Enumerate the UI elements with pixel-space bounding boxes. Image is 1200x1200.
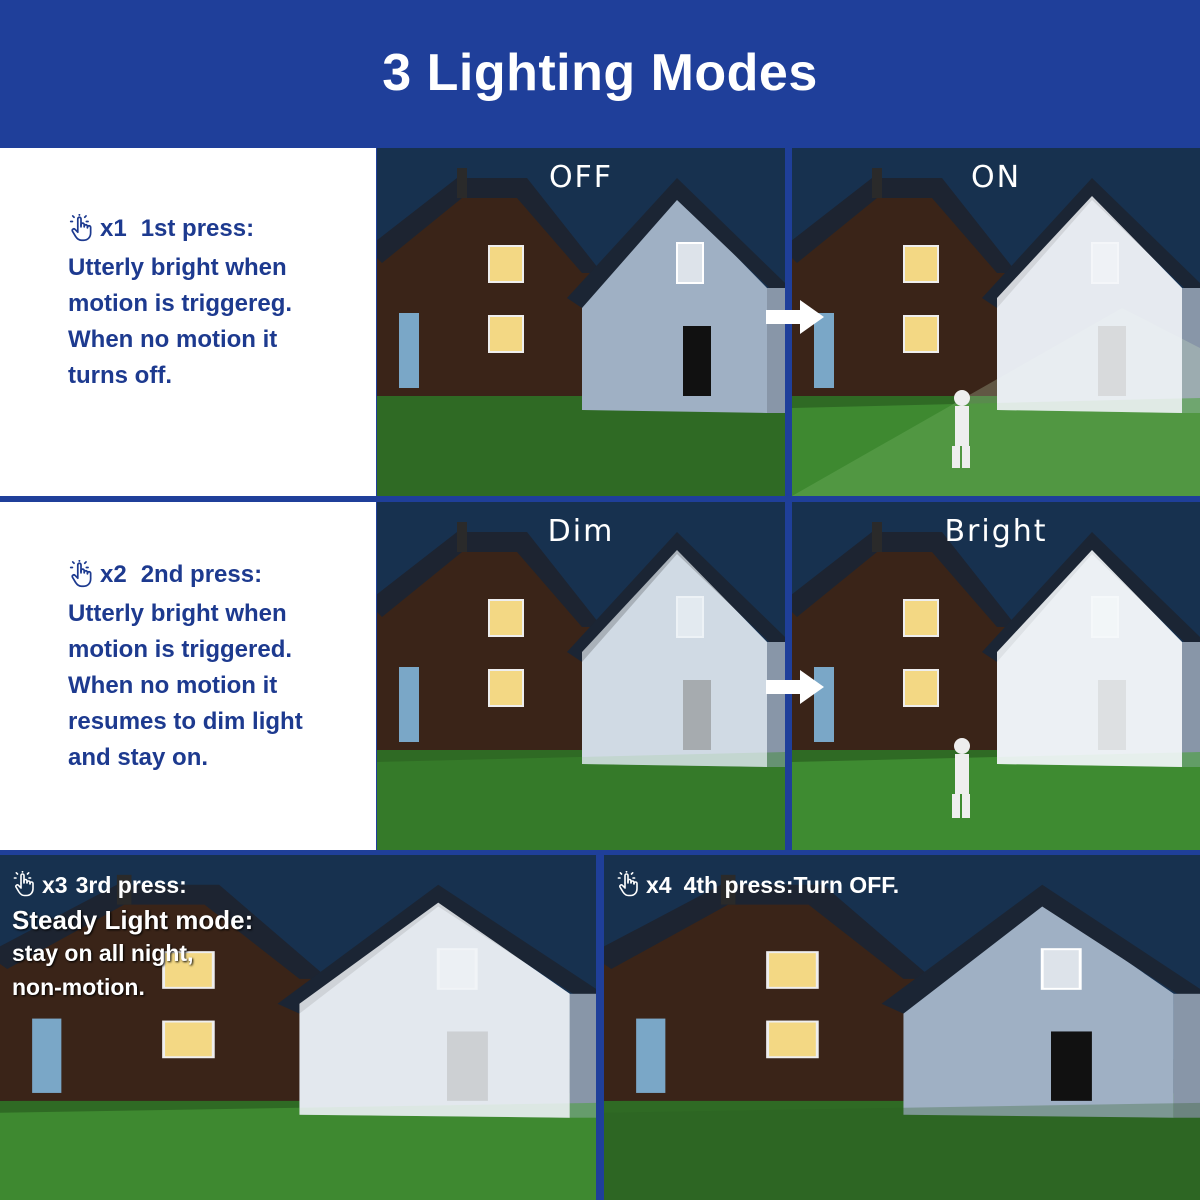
tap-hand-icon xyxy=(12,871,36,899)
house-scene-image xyxy=(377,148,785,496)
mode-1-count: x1 xyxy=(100,215,127,242)
scene-bright: Bright xyxy=(792,502,1200,850)
mode-2-press: 2nd press: xyxy=(140,561,263,588)
scene-off: OFF xyxy=(377,148,785,496)
right-arrow-icon xyxy=(766,300,824,334)
mode-row-3: x3 3rd press: Steady Light mode: stay on… xyxy=(0,855,1200,1200)
mode-3-line: non-motion. xyxy=(12,974,145,1000)
house-scene-image xyxy=(792,502,1200,850)
header-banner: 3 Lighting Modes xyxy=(0,0,1200,145)
tap-hand-icon xyxy=(616,871,640,899)
scene-on: ON xyxy=(792,148,1200,496)
house-scene-image xyxy=(792,148,1200,496)
mode-3-count: x3 xyxy=(42,871,68,898)
scene-label-off: OFF xyxy=(548,160,614,195)
scene-turn-off: x4 4th press:Turn OFF. xyxy=(604,855,1200,1200)
mode-4-press-line: x4 4th press:Turn OFF. xyxy=(616,871,899,899)
scene-label-dim: Dim xyxy=(547,514,615,549)
house-scene-image xyxy=(377,502,785,850)
mode-1-line: motion is triggereg. xyxy=(68,290,293,317)
scene-dim: Dim xyxy=(377,502,785,850)
mode-2-press-line: x2 2nd press: xyxy=(68,560,368,590)
mode-2-description: Utterly bright when motion is triggered.… xyxy=(68,596,368,776)
mode-1-press-line: x1 1st press: xyxy=(68,214,368,244)
mode-3-text: x3 3rd press: Steady Light mode: stay on… xyxy=(12,871,253,1004)
mode-1-line: When no motion it xyxy=(68,326,278,353)
mode-row-2: x2 2nd press: Utterly bright when motion… xyxy=(0,502,1200,850)
mode-4-text: x4 4th press:Turn OFF. xyxy=(616,871,899,905)
mode-1-line: Utterly bright when xyxy=(68,254,287,281)
mode-2-line: When no motion it xyxy=(68,672,278,699)
page-title: 3 Lighting Modes xyxy=(382,43,818,102)
mode-4-press: 4th press:Turn OFF. xyxy=(683,871,900,898)
tap-hand-icon xyxy=(68,214,94,244)
scene-steady: x3 3rd press: Steady Light mode: stay on… xyxy=(0,855,596,1200)
mode-1-press: 1st press: xyxy=(140,215,255,242)
mode-1-text-panel: x1 1st press: Utterly bright when motion… xyxy=(0,148,376,496)
mode-1-description: Utterly bright when motion is triggereg.… xyxy=(68,250,368,394)
scene-label-on: ON xyxy=(970,160,1022,195)
tap-hand-icon xyxy=(68,560,94,590)
mode-3-heading: Steady Light mode: xyxy=(12,905,254,935)
mode-3-line: stay on all night, xyxy=(12,940,194,966)
mode-2-line: and stay on. xyxy=(68,744,209,771)
mode-2-line: motion is triggered. xyxy=(68,636,293,663)
mode-4-count: x4 xyxy=(646,871,672,898)
mode-2-line: resumes to dim light xyxy=(68,708,303,735)
right-arrow-icon xyxy=(766,670,824,704)
mode-3-press-line: x3 3rd press: xyxy=(12,871,253,899)
house-scene-image xyxy=(0,855,596,1200)
mode-1-line: turns off. xyxy=(68,362,172,389)
mode-3-press: 3rd press: xyxy=(75,871,187,898)
scene-label-bright: Bright xyxy=(944,514,1048,549)
mode-2-count: x2 xyxy=(100,561,127,588)
mode-2-text-panel: x2 2nd press: Utterly bright when motion… xyxy=(0,502,376,850)
mode-2-line: Utterly bright when xyxy=(68,600,287,627)
mode-row-1: x1 1st press: Utterly bright when motion… xyxy=(0,148,1200,496)
house-scene-image xyxy=(604,855,1200,1200)
